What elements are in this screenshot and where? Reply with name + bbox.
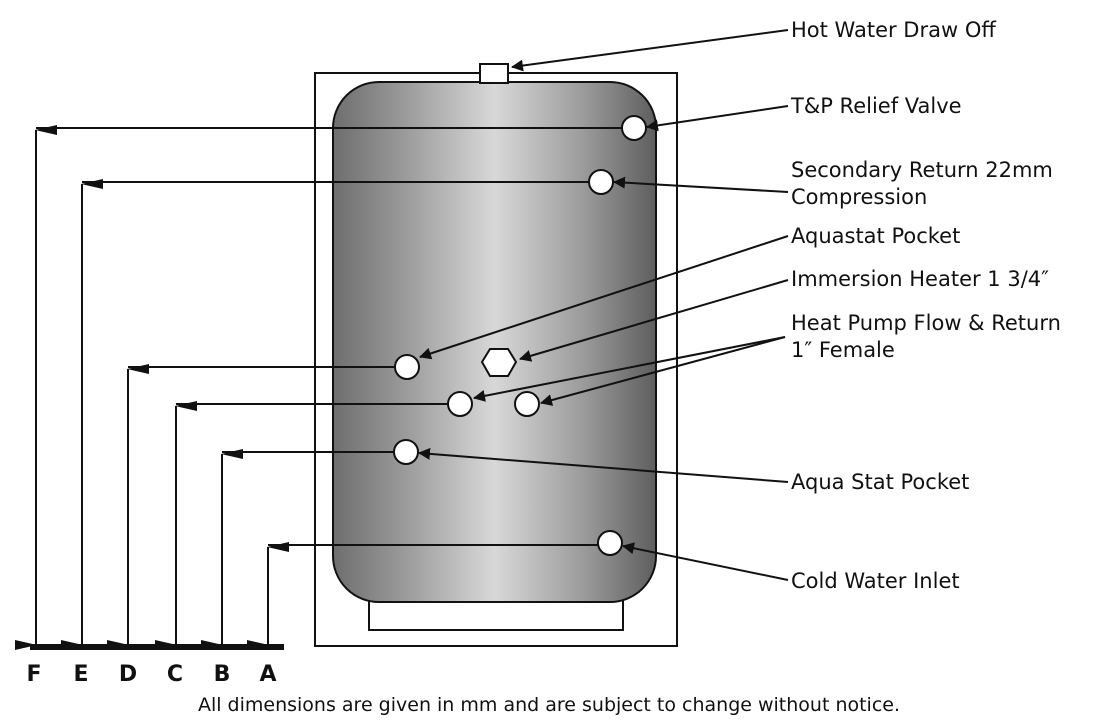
tp-relief-valve-fitting: [621, 115, 647, 141]
leader-aqua-stat: [418, 447, 789, 483]
heat-pump-return-fitting: [514, 391, 540, 417]
heat-pump-flow-fitting: [447, 391, 473, 417]
leader-hot-water: [511, 29, 789, 72]
leader-immersion: [519, 279, 789, 362]
immersion-heater-fitting: [480, 348, 518, 377]
label-aqua-stat-pocket: Aqua Stat Pocket: [791, 470, 969, 494]
leader-cold-water: [622, 542, 789, 581]
dim-label-e: E: [73, 662, 88, 687]
secondary-return-fitting: [588, 169, 614, 195]
cylinder-body: [332, 81, 657, 603]
leader-tp-relief: [646, 105, 789, 132]
dimension-baseline: [30, 644, 284, 650]
footnote: All dimensions are given in mm and are s…: [198, 694, 900, 716]
leader-heat-pump-2: [540, 336, 786, 406]
cold-water-inlet-fitting: [597, 530, 623, 556]
hot-water-outlet: [479, 63, 509, 84]
dim-label-f: F: [26, 662, 41, 687]
label-cold-water-inlet: Cold Water Inlet: [791, 569, 960, 593]
label-secondary-return-sub: Compression: [791, 185, 927, 209]
label-hot-water-draw-off: Hot Water Draw Off: [791, 18, 996, 42]
dim-label-c: C: [167, 662, 183, 687]
aquastat-pocket-fitting: [394, 354, 420, 380]
leader-aquastat: [419, 235, 789, 360]
leader-heat-pump-1: [473, 336, 786, 402]
dim-label-a: A: [259, 662, 276, 687]
label-immersion-heater: Immersion Heater 1 3/4″: [791, 267, 1049, 291]
leader-secondary-return: [613, 176, 789, 193]
label-secondary-return: Secondary Return 22mm: [791, 158, 1053, 182]
label-aquastat-pocket: Aquastat Pocket: [791, 224, 960, 248]
label-heat-pump-sub: 1″ Female: [791, 338, 895, 362]
aqua-stat-pocket-fitting: [393, 439, 419, 465]
cylinder-base: [368, 599, 624, 631]
label-heat-pump: Heat Pump Flow & Return: [791, 311, 1061, 335]
label-tp-relief-valve: T&P Relief Valve: [790, 94, 962, 118]
dim-label-b: B: [214, 662, 231, 687]
dim-label-d: D: [119, 662, 137, 687]
